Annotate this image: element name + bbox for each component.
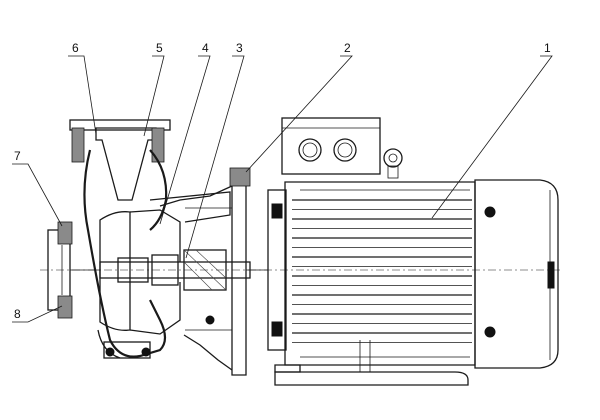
bracket-flange [231,177,247,376]
cooling-fins [292,199,472,343]
casing-cover [149,191,231,223]
motor-foot-base [274,371,469,386]
bracket-bolt-top [229,167,251,187]
discharge-flange [69,119,171,131]
callout-8: 8 [14,307,21,321]
leader-1 [431,55,553,219]
flange-bolt-bottom [271,321,283,337]
leader-7 [12,163,63,227]
callout-4: 4 [202,41,209,55]
fan-cover [474,179,559,369]
motor [267,117,559,386]
fan-cover-screw-top [484,206,496,218]
callout-labels: 1 2 3 4 5 6 7 8 [14,41,551,321]
callout-7: 7 [14,149,21,163]
motor-foot-front [274,364,301,373]
discharge-bolt-right [151,127,165,163]
callout-5: 5 [156,41,163,55]
leader-4 [159,55,211,225]
callout-3: 3 [236,41,243,55]
fan-cover-screw-bottom [484,326,496,338]
flange-bolt-top [271,203,283,219]
discharge-nozzle [95,127,157,201]
suction-bolt-top [57,221,73,245]
terminal-box [281,117,381,175]
leader-8 [12,305,63,323]
suction-bolt-bottom [57,295,73,319]
leader-6 [68,55,97,135]
callout-leaders [12,55,553,323]
callout-2: 2 [344,41,351,55]
bearing-bracket [159,167,268,376]
pump-casing [40,119,560,359]
leader-5 [143,55,165,137]
discharge-bolt-left [71,127,85,163]
leader-2 [245,55,353,173]
callout-1: 1 [544,41,551,55]
callout-6: 6 [72,41,79,55]
lifting-eye [383,148,403,179]
leader-3 [185,55,245,259]
